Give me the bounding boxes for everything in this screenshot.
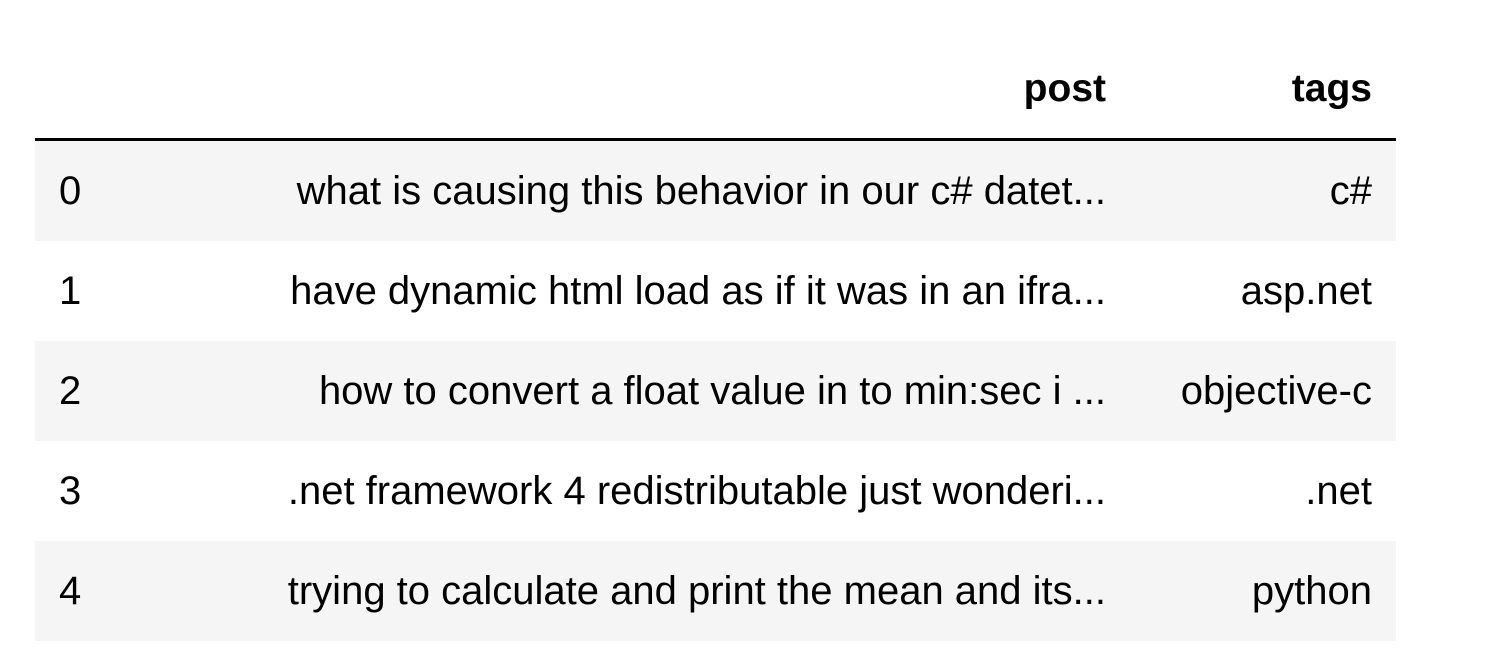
tags-cell: c# bbox=[1130, 139, 1396, 241]
post-cell: .net framework 4 redistributable just wo… bbox=[287, 468, 1106, 513]
post-cell: have dynamic html load as if it was in a… bbox=[290, 268, 1106, 313]
row-index: 4 bbox=[35, 541, 130, 641]
post-cell: how to convert a float value in to min:s… bbox=[130, 341, 1130, 441]
dataframe-table: post tags 0 what is causing this behavio… bbox=[35, 40, 1396, 641]
column-header-post: post bbox=[130, 40, 1130, 141]
tags-cell: python bbox=[1130, 541, 1396, 641]
row-index: 2 bbox=[35, 341, 130, 441]
header-row: post tags bbox=[35, 40, 1396, 141]
table-body: 0 what is causing this behavior in our c… bbox=[35, 139, 1396, 641]
tags-cell: asp.net bbox=[1240, 268, 1372, 313]
column-header-index bbox=[35, 40, 130, 141]
tags-cell: .net bbox=[1305, 468, 1372, 513]
table-row: 0 what is causing this behavior in our c… bbox=[35, 139, 1396, 241]
table-row: 2 how to convert a float value in to min… bbox=[35, 341, 1396, 441]
row-index: 1 bbox=[59, 268, 82, 313]
table-row: 1 have dynamic html load as if it was in… bbox=[35, 241, 1396, 341]
row-index: 0 bbox=[35, 139, 130, 241]
row-index: 3 bbox=[59, 468, 82, 513]
tags-cell: objective-c bbox=[1130, 341, 1396, 441]
table-header: post tags bbox=[35, 40, 1396, 141]
table-row: 4 trying to calculate and print the mean… bbox=[35, 541, 1396, 641]
column-header-tags: tags bbox=[1130, 40, 1396, 141]
post-cell: what is causing this behavior in our c# … bbox=[130, 139, 1130, 241]
table-row: 3 .net framework 4 redistributable just … bbox=[35, 441, 1396, 541]
post-cell: trying to calculate and print the mean a… bbox=[130, 541, 1130, 641]
